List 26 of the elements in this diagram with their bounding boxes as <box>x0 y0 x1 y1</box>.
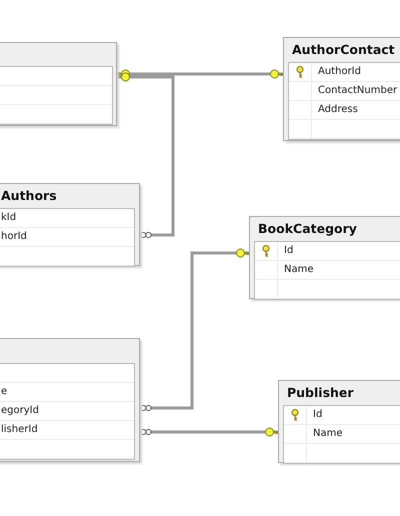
entity-table <box>0 42 117 126</box>
column-name: egoryId <box>1 405 39 416</box>
table-name: Authors <box>1 188 57 203</box>
column-name: ContactNumber <box>318 85 398 96</box>
relationship-line <box>116 69 284 79</box>
column-name: Name <box>313 428 343 439</box>
column-name: kId <box>1 212 16 223</box>
relationship-line <box>116 72 174 238</box>
column-name: Id <box>284 245 294 256</box>
column-name: lisherId <box>1 424 38 435</box>
relationship-line <box>140 248 250 412</box>
entity-table <box>283 37 400 141</box>
relationship-line <box>140 427 279 437</box>
column-name: Address <box>318 104 358 115</box>
column-name: AuthorId <box>318 66 361 77</box>
entity-table <box>0 183 140 266</box>
column-name: horId <box>1 231 27 242</box>
column-name: Name <box>284 264 314 275</box>
column-name: Id <box>313 409 322 420</box>
entity-table <box>278 380 400 463</box>
table-name: Publisher <box>287 385 354 400</box>
entity-table <box>0 338 140 462</box>
table-name: AuthorContact <box>292 42 395 57</box>
table-name: BookCategory <box>258 221 357 236</box>
entity-table <box>249 216 400 299</box>
column-name: e <box>1 386 8 397</box>
